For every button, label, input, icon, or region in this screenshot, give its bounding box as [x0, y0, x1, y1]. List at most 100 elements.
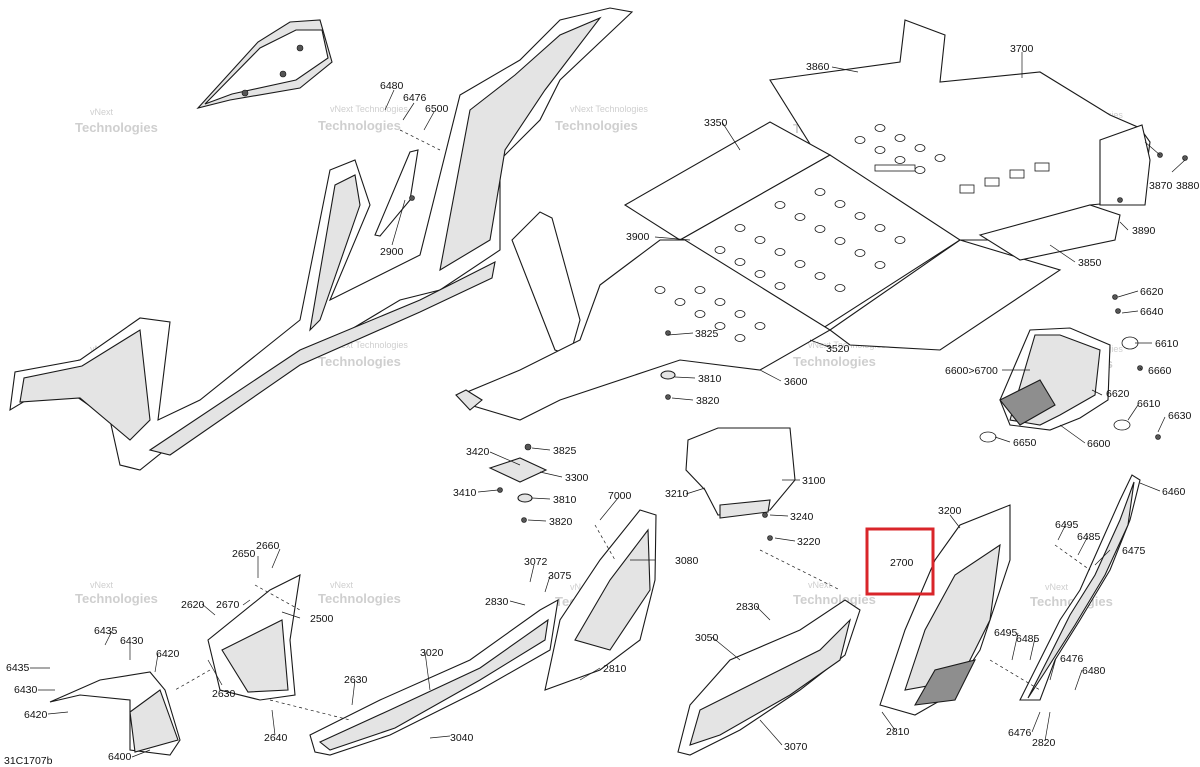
watermark-text: vNext Technologies [330, 104, 408, 114]
part-label[interactable]: 3700 [1010, 43, 1034, 55]
watermark-text: vNext Technologies [330, 340, 408, 350]
part-label[interactable]: 3072 [524, 556, 548, 568]
floor-holes [654, 124, 946, 342]
part-label[interactable]: 3825 [553, 445, 577, 457]
part-label[interactable]: 2830 [736, 601, 760, 613]
part-label[interactable]: 6495 [994, 627, 1018, 639]
part-label[interactable]: 2630 [344, 674, 368, 686]
part-label[interactable]: 3300 [565, 472, 589, 484]
part-label[interactable]: 3820 [696, 395, 720, 407]
watermark-text: vNext [1045, 582, 1069, 592]
part-label[interactable]: 2630 [212, 688, 236, 700]
part-label[interactable]: 2640 [264, 732, 288, 744]
part-label[interactable]: 2660 [256, 540, 280, 552]
part-label[interactable]: 3860 [806, 61, 830, 73]
part-label[interactable]: 2900 [380, 246, 404, 258]
part-label[interactable]: 6430 [120, 635, 144, 647]
part-label[interactable]: 7000 [608, 490, 632, 502]
part-label[interactable]: 2810 [886, 726, 910, 738]
part-label[interactable]: 6630 [1168, 410, 1192, 422]
part-label[interactable]: 6495 [1055, 519, 1079, 531]
part-label[interactable]: 3070 [784, 741, 808, 753]
part-label[interactable]: 3100 [802, 475, 826, 487]
part-label[interactable]: 3075 [548, 570, 572, 582]
part-label[interactable]: 3880 [1176, 180, 1200, 192]
part-label[interactable]: 2830 [485, 596, 509, 608]
part-label[interactable]: 3350 [704, 117, 728, 129]
door-panel-2700 [879, 504, 1011, 716]
watermark-text: vNext Technologies [808, 340, 886, 350]
part-label[interactable]: 3080 [675, 555, 699, 567]
part-label[interactable]: 3810 [553, 494, 577, 506]
watermark-text: Technologies [793, 592, 876, 607]
part-label[interactable]: 3900 [626, 231, 650, 243]
part-label[interactable]: 2810 [603, 663, 627, 675]
watermark-text: Technologies [793, 354, 876, 369]
watermark-text: vNext [90, 580, 114, 590]
part-label[interactable]: 3200 [938, 505, 962, 517]
part-label[interactable]: 6480 [380, 80, 404, 92]
watermark-text: Technologies [75, 591, 158, 606]
panel-3100 [685, 427, 796, 541]
watermark-text: Technologies [318, 591, 401, 606]
floor-slots [874, 162, 1050, 194]
diagram-code: 31C1707b [4, 755, 53, 767]
part-label[interactable]: 6620 [1106, 388, 1130, 400]
part-label[interactable]: 6480 [1082, 665, 1106, 677]
part-label[interactable]: 3050 [695, 632, 719, 644]
part-label[interactable]: 6476 [403, 92, 427, 104]
part-label[interactable]: 6400 [108, 751, 132, 763]
side-cover-6600 [979, 294, 1161, 443]
part-label[interactable]: 3600 [784, 376, 808, 388]
part-label[interactable]: 6420 [156, 648, 180, 660]
part-number-labels: 6480 6476 6500 2900 3860 3700 3350 3870 … [6, 43, 1200, 763]
rocker-panel-3020 [309, 598, 559, 756]
part-label[interactable]: 6420 [24, 709, 48, 721]
watermark-text: vNext [330, 580, 354, 590]
part-label[interactable]: 2650 [232, 548, 256, 560]
part-label[interactable]: 6500 [425, 103, 449, 115]
part-label[interactable]: 6476 [1008, 727, 1032, 739]
part-label[interactable]: 3520 [826, 343, 850, 355]
part-label[interactable]: 2620 [181, 599, 205, 611]
part-label[interactable]: 6435 [94, 625, 118, 637]
floor-bracket-front [455, 389, 483, 411]
part-label[interactable]: 6485 [1077, 531, 1101, 543]
part-label[interactable]: 3210 [665, 488, 689, 500]
part-label[interactable]: 6610 [1155, 338, 1179, 350]
part-label[interactable]: 3825 [695, 328, 719, 340]
part-label[interactable]: 6435 [6, 662, 30, 674]
part-label[interactable]: 6640 [1140, 306, 1164, 318]
part-label[interactable]: 3020 [420, 647, 444, 659]
part-label[interactable]: 6460 [1162, 486, 1186, 498]
part-label[interactable]: 6430 [14, 684, 38, 696]
part-label[interactable]: 3040 [450, 732, 474, 744]
part-label[interactable]: 3240 [790, 511, 814, 523]
part-label[interactable]: 3820 [549, 516, 573, 528]
part-label[interactable]: 3870 [1149, 180, 1173, 192]
part-label[interactable]: 6610 [1137, 398, 1161, 410]
part-label[interactable]: 6600>6700 [945, 365, 998, 377]
part-label[interactable]: 3420 [466, 446, 490, 458]
front-fender-6400 [49, 671, 181, 756]
part-label[interactable]: 3410 [453, 487, 477, 499]
part-label[interactable]: 6600 [1087, 438, 1111, 450]
part-label[interactable]: 3220 [797, 536, 821, 548]
part-label-highlighted[interactable]: 2700 [890, 557, 914, 569]
part-label[interactable]: 2500 [310, 613, 334, 625]
mid-panel-3000 [511, 211, 581, 356]
part-label[interactable]: 6650 [1013, 437, 1037, 449]
part-label[interactable]: 6660 [1148, 365, 1172, 377]
watermark-text: Technologies [318, 118, 401, 133]
part-label[interactable]: 3810 [698, 373, 722, 385]
part-label[interactable]: 2820 [1032, 737, 1056, 749]
part-label[interactable]: 3890 [1132, 225, 1156, 237]
part-label[interactable]: 6476 [1060, 653, 1084, 665]
leader-lines [30, 52, 1186, 758]
part-label[interactable]: 3850 [1078, 257, 1102, 269]
part-label[interactable]: 6485 [1016, 633, 1040, 645]
part-label[interactable]: 6620 [1140, 286, 1164, 298]
part-label[interactable]: 6475 [1122, 545, 1146, 557]
part-label[interactable]: 2670 [216, 599, 240, 611]
